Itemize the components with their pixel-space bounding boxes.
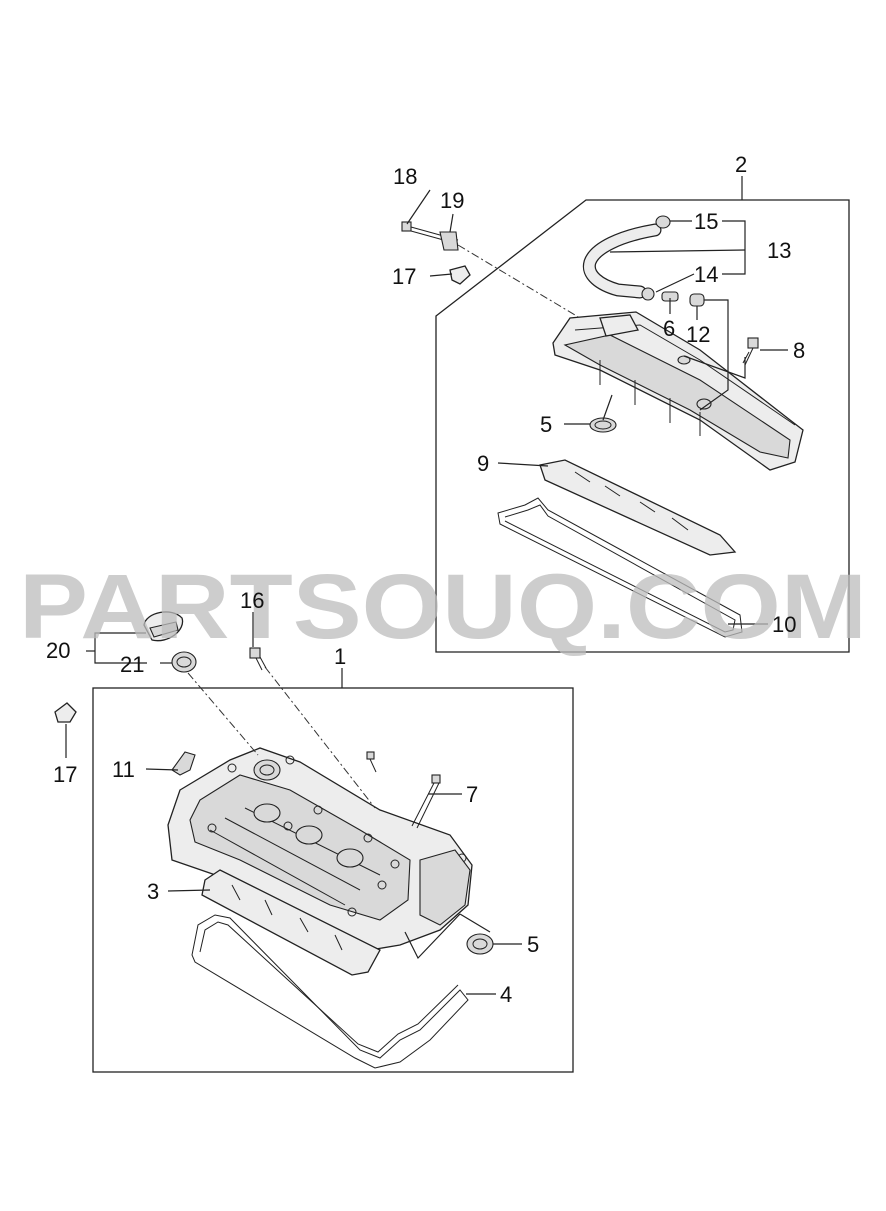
callout-14: 14: [694, 262, 718, 287]
plug-seal-lower: [466, 933, 494, 955]
small-stud: [366, 751, 377, 773]
callout-20: 20: [46, 638, 70, 663]
cover-gasket-lower: [191, 914, 469, 1069]
pcv-grommet: [689, 293, 705, 307]
watermark: PARTSOUQ.COM: [19, 556, 867, 658]
callout-3: 3: [147, 879, 159, 904]
callout-16: 16: [240, 588, 264, 613]
callout-9: 9: [477, 451, 489, 476]
plug-seal-upper: [589, 417, 617, 433]
callout-13: 13: [767, 238, 791, 263]
cap-17-upper: [449, 265, 471, 285]
rocker-cover-right: [552, 311, 804, 471]
cap-17-lower: [54, 702, 77, 723]
hose-clamp-upper: [655, 215, 671, 229]
lower-assembly-group: [92, 666, 574, 1073]
callout-17-upper: 17: [392, 264, 416, 289]
bolt-16: [249, 647, 267, 671]
assembly-2-frame: [435, 199, 850, 653]
stud-19: [439, 231, 459, 251]
callout-17-lower: 17: [53, 762, 77, 787]
callout-21: 21: [120, 652, 144, 677]
cover-gasket-upper: [497, 497, 743, 638]
loose-parts-left: [54, 611, 267, 758]
callout-4: 4: [500, 982, 512, 1007]
callout-18: 18: [393, 164, 417, 189]
stud-7: [411, 774, 441, 829]
callout-15: 15: [694, 209, 718, 234]
oil-filler-cap: [143, 611, 184, 642]
callout-12: 12: [686, 322, 710, 347]
callout-labels: 1 2 3 4 5 5 6 7 8 9 10 11 12 13 14 15 16…: [46, 152, 805, 1007]
callout-2: 2: [735, 152, 747, 177]
callout-8: 8: [793, 338, 805, 363]
callout-5-lower: 5: [527, 932, 539, 957]
cover-bolt: [742, 337, 759, 366]
bracket-11: [171, 751, 196, 776]
filler-cap-seal: [171, 651, 197, 673]
breather-hose: [582, 223, 662, 299]
callout-7: 7: [466, 782, 478, 807]
callout-6: 6: [663, 316, 675, 341]
plug-hole-gasket: [539, 459, 737, 556]
assembly-1-frame: [92, 687, 574, 1073]
callout-19: 19: [440, 188, 464, 213]
callout-11: 11: [112, 757, 135, 782]
upper-assembly-group: [401, 176, 850, 653]
plug-hole-gasket-left: [201, 869, 381, 976]
callout-1: 1: [334, 644, 346, 669]
hose-clamp-lower: [641, 287, 655, 301]
callout-5-upper: 5: [540, 412, 552, 437]
callout-10: 10: [772, 612, 796, 637]
